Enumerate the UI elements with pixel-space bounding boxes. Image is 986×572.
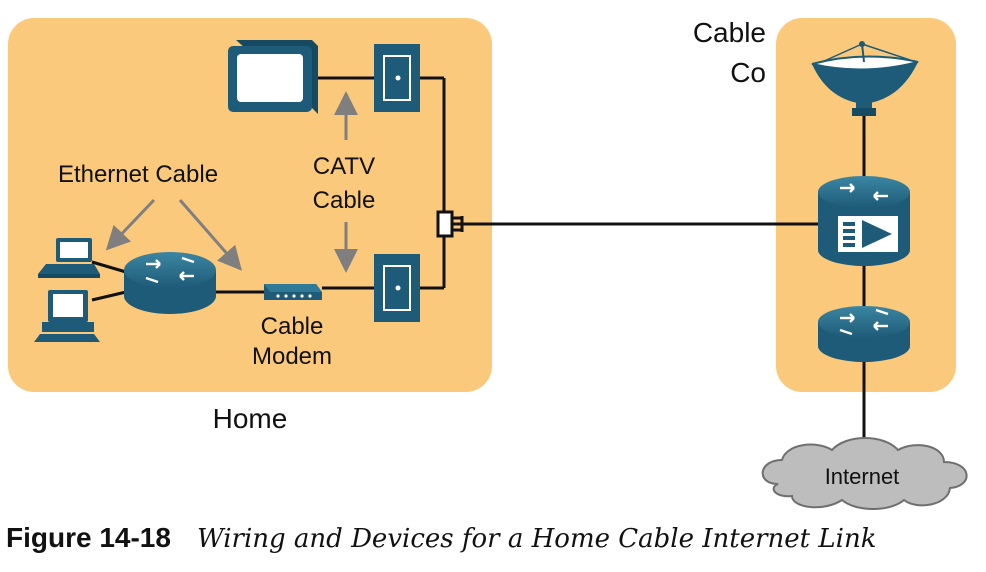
tv-icon xyxy=(228,40,318,114)
figure-title: Wiring and Devices for a Home Cable Inte… xyxy=(196,524,877,554)
desktop-pc-icon xyxy=(34,290,100,342)
figure-number: Figure 14-18 xyxy=(6,522,171,553)
cable-modem-label-line1: Cable xyxy=(261,313,324,340)
router-icon xyxy=(818,306,910,362)
figure-caption: Figure 14-18 Wiring and Devices for a Hom… xyxy=(6,522,981,566)
splitter-icon xyxy=(436,210,464,238)
cable-co-label-line1: Cable xyxy=(693,17,766,48)
home-label: Home xyxy=(213,403,288,434)
cable-co-label-line2: Co xyxy=(730,57,766,88)
annotation-arrows xyxy=(105,91,358,273)
internet-label: Internet xyxy=(825,464,900,489)
catv-cable-label-line1: CATV xyxy=(313,153,375,180)
satellite-dish-icon xyxy=(811,41,919,116)
cable-modem-label-line2: Modem xyxy=(252,343,332,370)
router-icon xyxy=(124,252,216,314)
laptop-icon xyxy=(38,238,100,278)
wall-outlet-icon xyxy=(374,44,420,112)
cable-modem-icon xyxy=(264,284,322,300)
cmts-icon xyxy=(818,176,910,266)
ethernet-cable-label: Ethernet Cable xyxy=(58,161,218,188)
catv-cable-label-line2: Cable xyxy=(313,187,376,214)
wall-outlet-icon xyxy=(374,254,420,322)
cloud-icon xyxy=(761,437,968,510)
